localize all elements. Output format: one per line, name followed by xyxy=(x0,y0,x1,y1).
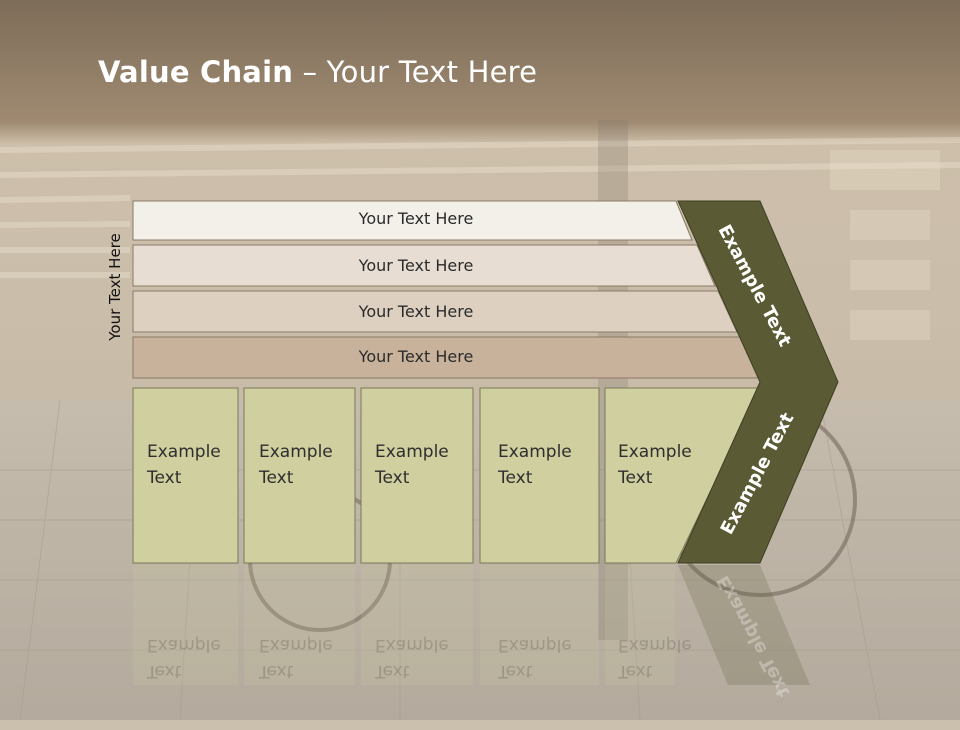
box-3-reflection xyxy=(361,565,473,685)
title-rest: – Your Text Here xyxy=(293,55,538,89)
bar-2-label: Your Text Here xyxy=(358,256,474,275)
bar-4-label: Your Text Here xyxy=(358,347,474,366)
box-1-reflection xyxy=(133,565,238,685)
box-2-shape xyxy=(243,387,356,564)
box-1-shape xyxy=(132,387,239,564)
chevron-reflection xyxy=(678,565,810,685)
bar-2-shape xyxy=(132,244,716,287)
box-3-shape xyxy=(360,387,474,564)
chevron-shape xyxy=(677,200,839,564)
bar-1-shape xyxy=(132,200,693,241)
bar-1-label: Your Text Here xyxy=(358,209,474,228)
title-bold: Value Chain xyxy=(98,55,294,89)
box-5-shape xyxy=(604,387,761,564)
box-4-reflection xyxy=(480,565,599,685)
bar-3-label: Your Text Here xyxy=(358,302,474,321)
box-2-reflection xyxy=(244,565,355,685)
box-5-reflection xyxy=(605,565,675,685)
box-4-shape xyxy=(479,387,600,564)
slide-title: Value Chain – Your Text Here xyxy=(98,55,537,89)
